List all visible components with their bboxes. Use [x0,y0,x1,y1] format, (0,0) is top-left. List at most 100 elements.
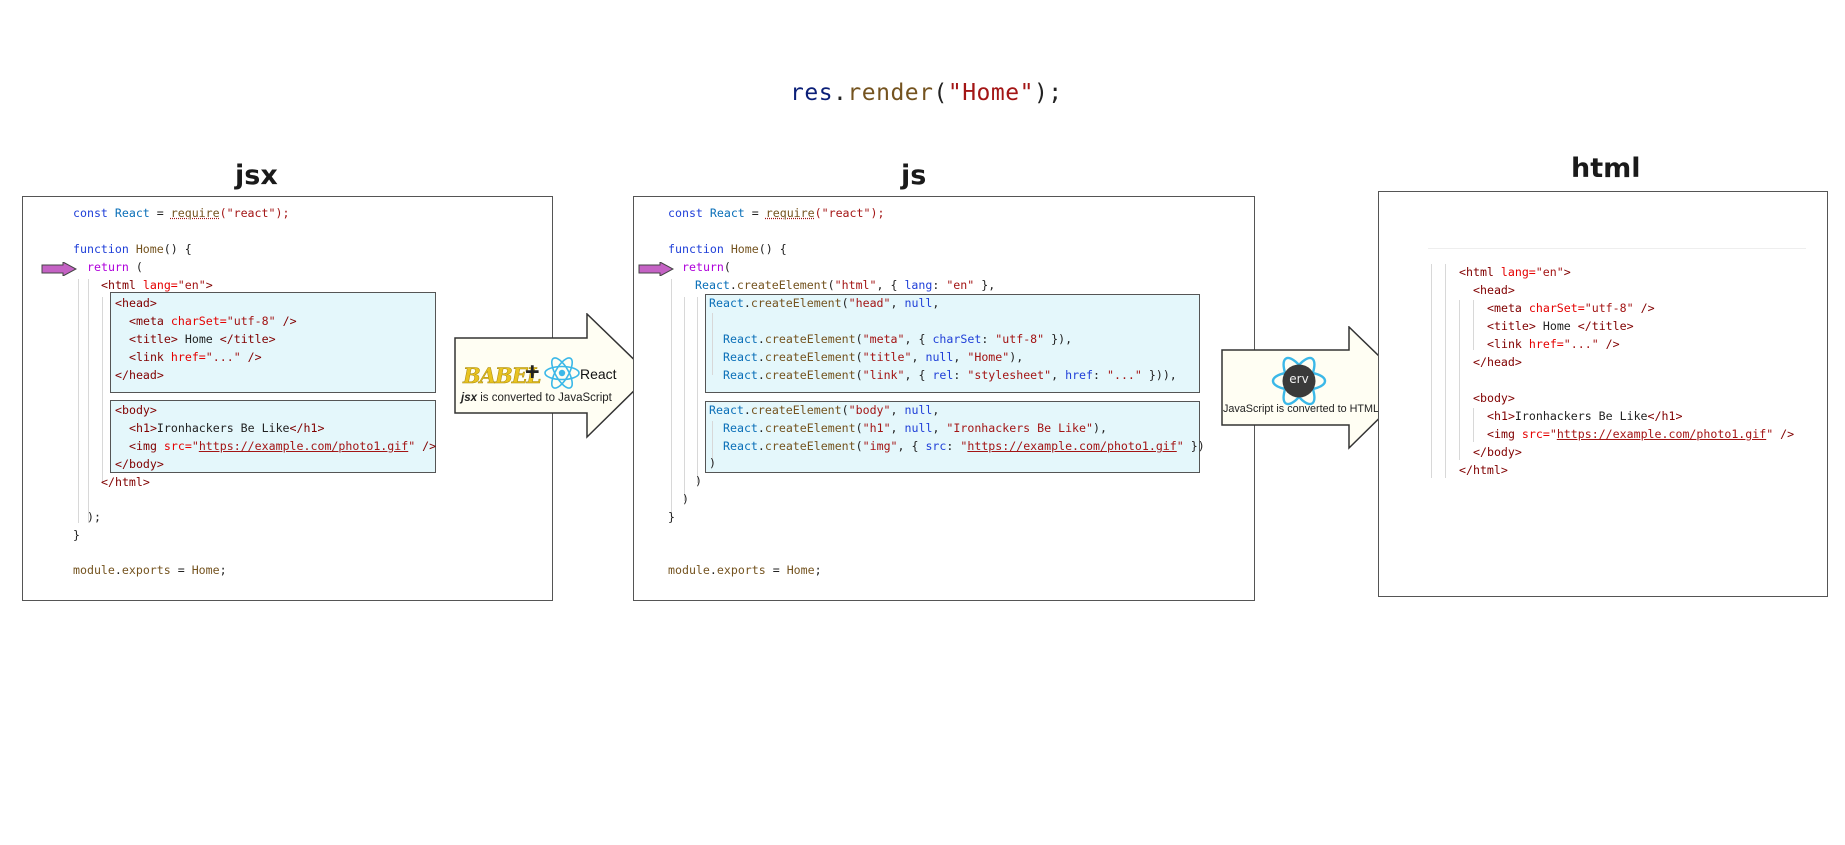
tag: <title> [129,332,178,346]
react-logo [544,357,580,389]
attribute: lang= [1500,265,1536,279]
identifier: Home [191,563,220,577]
string: "en" [946,278,975,292]
code-line: <h1>Ironhackers Be Like</h1> [1487,408,1682,426]
text: Home [1535,319,1578,333]
identifier: React [709,296,744,310]
code-line: <html lang="en"> [1459,264,1571,282]
punctuation: ( [855,368,863,382]
identifier: module [668,563,710,577]
html-indent-guide [1459,300,1460,460]
html-indent-guide [1473,300,1474,350]
js-pointer-arrow-shape [638,262,674,276]
tag: <link [129,350,164,364]
function-name: Home [135,242,164,256]
code-line: <head> [115,295,157,313]
punctuation: })), [1141,368,1177,382]
render-argument: "Home" [947,80,1034,106]
code-line: ) [682,491,689,509]
function-name: createElement [764,350,856,364]
code-line: ) [709,455,716,473]
string: " [1549,427,1557,441]
property: lang [904,278,933,292]
identifier: Home [786,563,815,577]
tag: <title> [1487,319,1536,333]
js-pointer-arrow [638,262,674,276]
punctuation: ; [219,563,227,577]
keyword: function [668,242,724,256]
punctuation: . [757,439,765,453]
identifier: module [73,563,115,577]
function-name: require [170,206,220,220]
function-name: Home [730,242,759,256]
code-line: React.createElement("html", { lang: "en"… [695,277,995,295]
code-line: </html> [101,474,150,492]
attribute: src= [163,439,192,453]
code-line: </head> [115,367,164,385]
code-line: module.exports = Home; [73,562,227,580]
punctuation: , [1051,368,1066,382]
operator: = [149,206,171,220]
attribute: href= [170,350,206,364]
keyword: return [682,260,724,274]
code-line: <body> [1473,390,1515,408]
punctuation: }, [974,278,996,292]
jsx-pointer-arrow-shape [41,262,77,276]
string: "img" [862,439,898,453]
punctuation: ( [128,260,143,274]
html-indent-guide [1445,264,1446,478]
property: href [1065,368,1094,382]
keyword: null [904,403,933,417]
code-line: <link href="..." /> [1487,336,1620,354]
punctuation: . [743,403,751,417]
tag: <h1> [129,421,157,435]
jsx-indent-guide [102,297,103,483]
url-link[interactable]: https://example.com/photo1.gif [198,439,409,453]
identifier: React [723,332,758,346]
react-orbit [551,357,573,389]
url-link[interactable]: https://example.com/photo1.gif [967,439,1177,453]
property: rel [932,368,954,382]
code-line: <head> [1473,282,1515,300]
punctuation: . [757,332,765,346]
code-line: function Home() { [73,241,192,259]
punctuation: ; [814,563,822,577]
code-line: module.exports = Home; [668,562,822,580]
string: " [408,439,416,453]
tag: /> [1633,301,1655,315]
render-function: render [847,80,934,106]
react-label: React [580,366,617,382]
identifier: React [723,368,758,382]
tag: </body> [115,457,164,471]
keyword: return [87,260,129,274]
punctuation: , [932,296,940,310]
string: "..." [1563,337,1599,351]
punctuation: , [890,296,905,310]
react-orbit [544,365,580,381]
string: "h1" [862,421,891,435]
punctuation: } [73,528,80,542]
punctuation: ( [723,260,731,274]
caption-text: is converted to JavaScript [477,392,612,404]
identifier: exports [716,563,766,577]
text: Ironhackers Be Like [1514,409,1648,423]
tag: /> [1773,427,1795,441]
punctuation: ( [855,332,863,346]
url-link[interactable]: https://example.com/photo1.gif [1556,427,1767,441]
punctuation: }), [1044,332,1073,346]
jsx-head-highlight [110,292,436,393]
erv-label: erv [1289,372,1309,386]
babel-conversion-arrow [454,313,652,439]
babel-arrow-shape [454,313,652,439]
code-line: </body> [1473,444,1522,462]
punctuation: : [932,278,947,292]
keyword: null [925,350,954,364]
text: Home [177,332,220,346]
text: Ironhackers Be Like [156,421,290,435]
punctuation: , [911,350,926,364]
code-line: <meta charSet="utf-8" /> [1487,300,1655,318]
jsx-panel-title: jsx [235,160,278,191]
punctuation: . [729,278,737,292]
erv-conversion-arrow [1221,326,1413,450]
